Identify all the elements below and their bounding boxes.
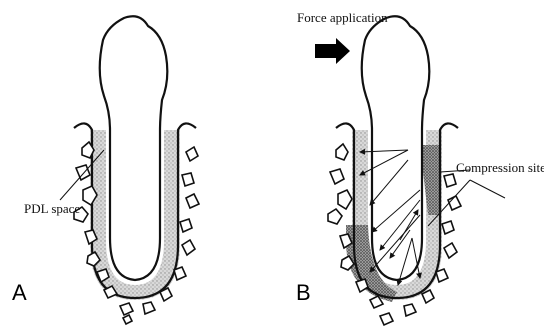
force-application-label: Force application xyxy=(297,10,388,25)
panel-a-letter: A xyxy=(12,280,27,305)
tooth-outline-b xyxy=(362,16,430,280)
panel-a: PDL space A xyxy=(12,16,199,324)
tooth-outline xyxy=(100,16,168,280)
pdl-space-label: PDL space xyxy=(24,201,80,216)
panel-b: Compression site Force application B xyxy=(296,10,544,325)
panel-b-letter: B xyxy=(296,280,311,305)
force-application-arrow xyxy=(315,38,350,64)
compression-site-label: Compression site xyxy=(456,160,544,175)
